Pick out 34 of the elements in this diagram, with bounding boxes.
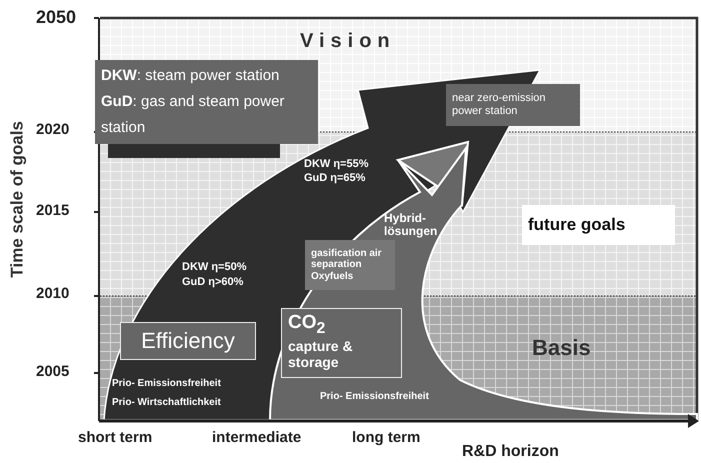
legend-entry: DKW: steam power station (101, 66, 280, 86)
axis-category: short term (78, 430, 152, 446)
box-text: Efficiency (141, 328, 235, 354)
box-heading: CO$_{2}$ (288, 312, 326, 338)
legend-entry: GuD: gas and steam power station (101, 92, 286, 138)
efficiency-value: DKW η=55% (304, 158, 368, 170)
box-text: capture & storage (288, 338, 354, 370)
priority-text: Prio- Emissionsfreiheit (320, 391, 429, 402)
tick-label: 2010 (36, 286, 70, 302)
technology-box (305, 240, 395, 290)
axis-category: intermediate (212, 430, 302, 446)
vision-heading: Vision (300, 30, 396, 52)
tick-label: 2020 (36, 122, 70, 138)
axis-title: R&D horizon (462, 443, 559, 461)
axis-title: Time scale of goals (8, 120, 28, 280)
box-text: gasification air separation Oxyfuels (311, 248, 383, 282)
efficiency-value: GuD η>60% (182, 276, 244, 288)
tick-label: 2050 (36, 8, 76, 28)
goal-box (446, 84, 580, 126)
arrow-label: Hybrid- lösungen (384, 212, 436, 238)
efficiency-value: DKW η=50% (182, 261, 246, 274)
capture-box (281, 308, 402, 378)
axis-category: long term (352, 430, 420, 446)
priority-text: Prio- Emissionsfreiheit (112, 378, 221, 389)
tick-label: 2005 (36, 364, 70, 380)
efficiency-box (120, 322, 256, 360)
box-text: near zero-emission power station (452, 92, 547, 118)
efficiency-value: GuD η=65% (304, 172, 366, 184)
goal-box (522, 205, 675, 245)
priority-text: Prio- Wirtschaftlichkeit (112, 397, 221, 408)
box-text: future goals (528, 215, 626, 235)
region-label: Basis (532, 336, 591, 360)
tick-label: 2015 (36, 203, 70, 220)
legend-box (95, 60, 318, 144)
